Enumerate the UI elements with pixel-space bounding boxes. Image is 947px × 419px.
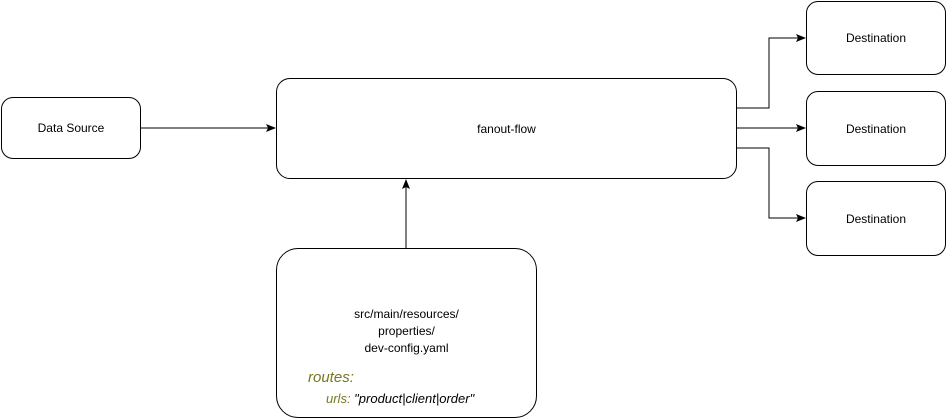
flow-to-destination-1-arrow — [708, 34, 806, 109]
destination-label: Destination — [845, 121, 907, 136]
yaml-urls-value: "product|client|order" — [350, 391, 475, 406]
yaml-urls-key: urls: — [326, 391, 351, 406]
config-path-line: properties/ — [378, 324, 435, 338]
fanout-flow-node[interactable]: fanout-flow — [276, 78, 737, 179]
config-path-line: dev-config.yaml — [364, 341, 449, 355]
destination-label: Destination — [845, 211, 907, 226]
data-source-label: Data Source — [37, 121, 105, 135]
config-file-node[interactable] — [276, 248, 537, 418]
yaml-urls-line: urls: "product|client|order" — [326, 391, 474, 406]
yaml-routes-key: routes: — [308, 369, 354, 386]
data-source-node[interactable]: Data Source — [1, 97, 141, 159]
destination-node-3[interactable]: Destination — [806, 181, 946, 256]
config-file-path: src/main/resources/ properties/ dev-conf… — [277, 306, 536, 357]
config-path-line: src/main/resources/ — [354, 307, 459, 321]
destination-node-1[interactable]: Destination — [806, 1, 946, 75]
flow-to-destination-3-arrow — [708, 147, 806, 222]
fanout-flow-label: fanout-flow — [477, 121, 536, 136]
destination-node-2[interactable]: Destination — [806, 91, 946, 166]
destination-label: Destination — [845, 31, 907, 45]
